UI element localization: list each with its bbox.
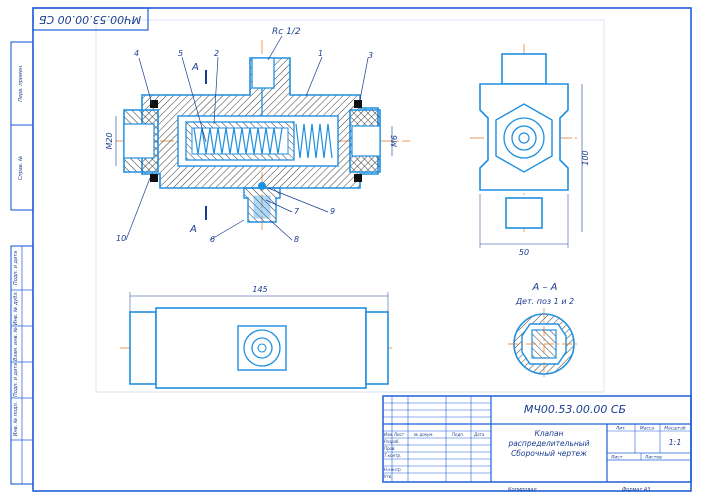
doc-name-2: распределительный (507, 439, 589, 448)
callout-10: 10 (116, 234, 126, 243)
col-lit: Лит. (615, 426, 626, 432)
rotated-doc-code: МЧ00.53.00.00 СБ (39, 13, 141, 26)
top-port (251, 57, 275, 89)
scale-value: 1:1 (669, 438, 682, 447)
col-mass: Масса (640, 426, 655, 432)
margin-label-2: Подп. и дата (13, 251, 19, 285)
margin-label-5: Подп. и дата (13, 363, 19, 397)
dim-right-thread: М6 (390, 135, 399, 147)
title-block (382, 395, 692, 483)
sheet-label: Лист (610, 455, 623, 461)
section-a-a: А – А Дет. поз 1 и 2 (508, 282, 580, 380)
row-doc: № докум. (413, 432, 434, 437)
section-note: Дет. поз 1 и 2 (515, 297, 574, 306)
callout-7: 7 (294, 207, 300, 216)
sheet-frame (32, 7, 692, 492)
callout-4: 4 (134, 49, 139, 58)
margin-label-3: Инв. № дубл. (13, 291, 19, 325)
role-check: Пров. (384, 446, 396, 451)
callout-2: 2 (214, 49, 219, 58)
dim-height: 100 (581, 150, 590, 165)
doc-name-1: Клапан (534, 429, 563, 438)
seal-top-right (354, 100, 362, 108)
margin-label-0: Перв. примен. (18, 64, 24, 102)
callout-3: 3 (368, 51, 373, 60)
callout-5: 5 (178, 49, 183, 58)
role-dev: Разраб. (384, 439, 400, 444)
seal-bottom-right (354, 174, 362, 182)
callout-8: 8 (294, 235, 299, 244)
role-utv: Утв. (384, 474, 392, 479)
role-tkontr: Т.контр. (384, 453, 401, 458)
dim-width: 50 (519, 248, 529, 257)
spring-right (295, 123, 333, 159)
doc-code: МЧ00.53.00.00 СБ (524, 403, 626, 416)
left-margin: Перв. примен. Справ. № Подп. и дата Инв.… (10, 41, 34, 485)
title-block-text: МЧ00.53.00.00 СБ Клапан распределительны… (384, 403, 686, 493)
format-label: Формат А3 (622, 487, 650, 493)
drawing-area (95, 19, 605, 393)
section-marker-top: А (191, 62, 199, 73)
section-title: А – А (531, 282, 557, 293)
seal-bottom-left (150, 174, 158, 182)
row-list: Лист (393, 432, 405, 437)
margin-label-6: Инв. № подл. (13, 402, 19, 437)
side-view: 100 50 (470, 44, 590, 257)
top-view: 145 (120, 285, 392, 389)
callout-1: 1 (318, 49, 323, 58)
check-valve-housing (243, 187, 281, 223)
rotated-code-box: МЧ00.53.00.00 СБ (32, 7, 149, 31)
row-date: Дата (473, 432, 485, 437)
front-section-view: А А Rc 1/2 М20 М6 4 5 2 1 3 10 6 8 7 9 (105, 27, 410, 244)
doc-name-3: Сборочный чертеж (511, 449, 587, 458)
row-sign: Подп. (452, 432, 464, 437)
role-nkontr: Н.контр. (384, 467, 402, 472)
callout-6: 6 (210, 235, 215, 244)
section-marker-bottom: А (189, 224, 197, 235)
thread-label: Rc 1/2 (272, 27, 301, 37)
check-ball (258, 182, 266, 190)
margin-label-4: Взам. инв. № (13, 327, 19, 361)
margin-label-1: Справ. № (18, 156, 24, 180)
spring-left (193, 127, 283, 155)
dim-length: 145 (252, 285, 267, 294)
col-scale: Масштаб (664, 426, 686, 432)
callout-9: 9 (330, 207, 335, 216)
dim-left-thread: М20 (105, 132, 114, 149)
sheets-label: Листов (644, 455, 662, 461)
row-izm: Изм. (384, 432, 393, 437)
seal-top-left (150, 100, 158, 108)
copied-label: Копировал (508, 487, 537, 493)
